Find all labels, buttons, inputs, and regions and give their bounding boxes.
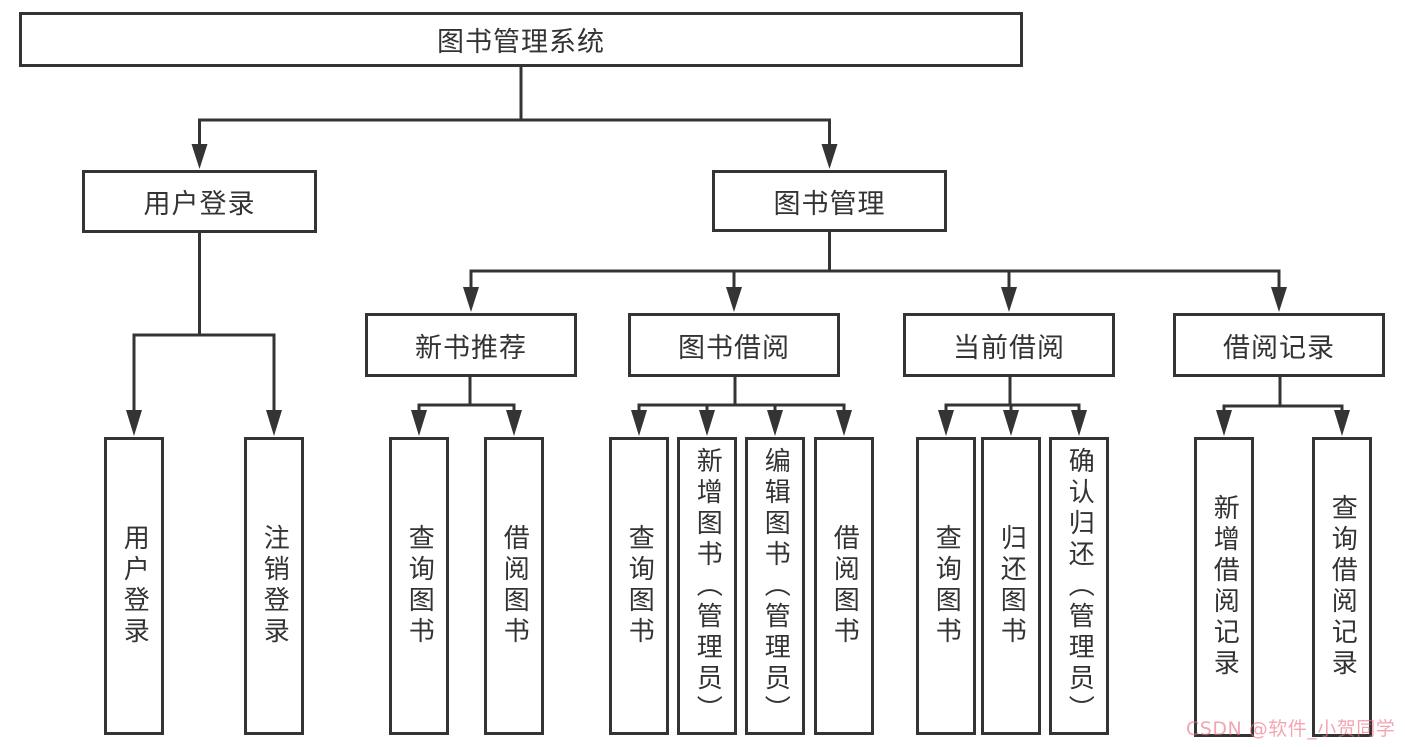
leaf-recommend-borrow-books-label: 借阅图书 bbox=[499, 524, 530, 648]
node-current-borrow-label: 当前借阅 bbox=[953, 332, 1065, 364]
leaf-logout: 注销登录 bbox=[244, 437, 304, 735]
leaf-current-query-books: 查询图书 bbox=[916, 437, 976, 735]
node-book-borrow-label: 图书借阅 bbox=[678, 332, 790, 364]
leaf-add-books-admin-label: 新增图书（管理员） bbox=[692, 446, 723, 726]
leaf-user-login-label: 用户登录 bbox=[119, 524, 150, 648]
leaf-recommend-query-books: 查询图书 bbox=[389, 437, 449, 735]
node-new-book-recommend: 新书推荐 bbox=[365, 313, 577, 377]
node-book-borrow: 图书借阅 bbox=[628, 313, 840, 377]
leaf-confirm-return-admin: 确认归还（管理员） bbox=[1049, 437, 1109, 735]
leaf-return-books: 归还图书 bbox=[981, 437, 1041, 735]
node-current-borrow: 当前借阅 bbox=[903, 313, 1115, 377]
leaf-add-borrow-record: 新增借阅记录 bbox=[1194, 437, 1254, 737]
leaf-edit-books-admin-label: 编辑图书（管理员） bbox=[760, 446, 791, 726]
node-book-management-label: 图书管理 bbox=[773, 188, 886, 220]
node-root-label: 图书管理系统 bbox=[437, 27, 605, 58]
node-user-login-label: 用户登录 bbox=[143, 189, 256, 220]
leaf-user-login: 用户登录 bbox=[104, 437, 164, 735]
leaf-borrow-books: 借阅图书 bbox=[814, 437, 874, 735]
leaf-confirm-return-admin-label: 确认归还（管理员） bbox=[1064, 446, 1095, 726]
leaf-borrow-query-books-label: 查询图书 bbox=[624, 524, 655, 648]
arrowhead-icons bbox=[126, 144, 1350, 436]
node-book-management: 图书管理 bbox=[712, 170, 947, 232]
csdn-watermark: CSDN @软件_小贺同学 bbox=[1186, 718, 1396, 740]
leaf-edit-books-admin: 编辑图书（管理员） bbox=[745, 437, 805, 735]
node-borrow-records: 借阅记录 bbox=[1173, 313, 1385, 377]
node-borrow-records-label: 借阅记录 bbox=[1223, 332, 1335, 364]
leaf-query-borrow-record-label: 查询借阅记录 bbox=[1327, 494, 1358, 680]
leaf-borrow-query-books: 查询图书 bbox=[609, 437, 669, 735]
leaf-recommend-borrow-books: 借阅图书 bbox=[484, 437, 544, 735]
leaf-borrow-books-label: 借阅图书 bbox=[829, 524, 860, 648]
leaf-logout-label: 注销登录 bbox=[259, 524, 290, 648]
node-user-login: 用户登录 bbox=[82, 170, 317, 233]
leaf-add-borrow-record-label: 新增借阅记录 bbox=[1209, 494, 1240, 680]
leaf-current-query-books-label: 查询图书 bbox=[931, 524, 962, 648]
leaf-return-books-label: 归还图书 bbox=[996, 524, 1027, 648]
leaf-query-borrow-record: 查询借阅记录 bbox=[1312, 437, 1372, 737]
node-root: 图书管理系统 bbox=[19, 12, 1023, 67]
node-new-book-recommend-label: 新书推荐 bbox=[415, 332, 527, 364]
leaf-recommend-query-books-label: 查询图书 bbox=[404, 524, 435, 648]
leaf-add-books-admin: 新增图书（管理员） bbox=[677, 437, 737, 735]
